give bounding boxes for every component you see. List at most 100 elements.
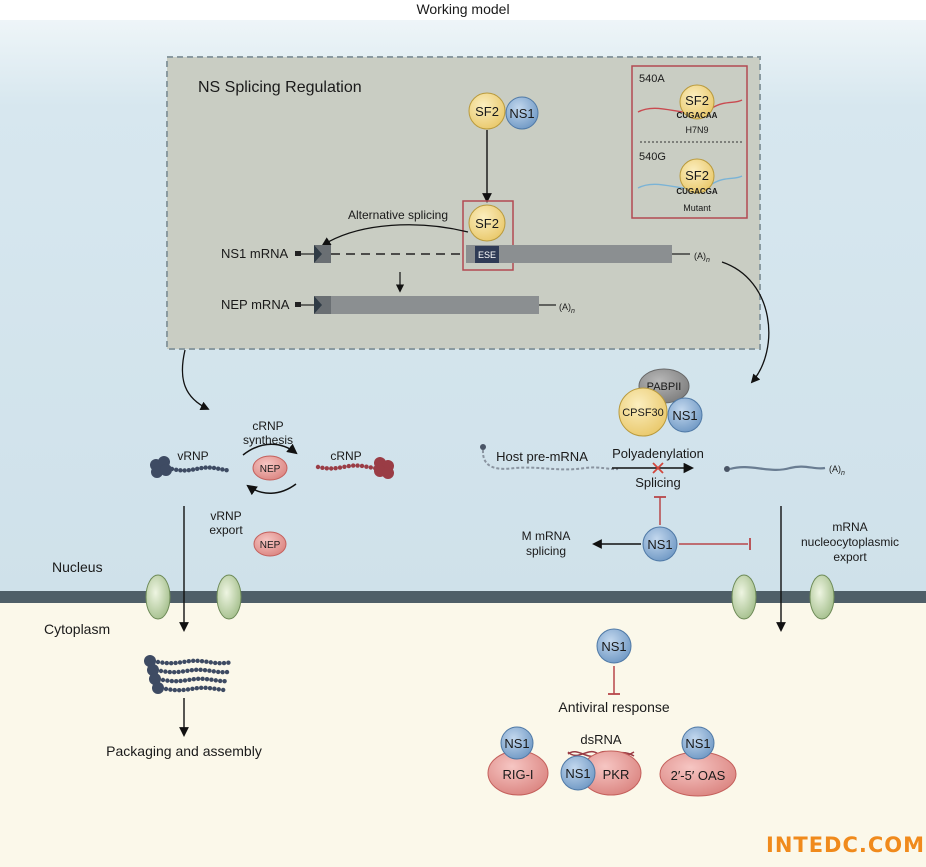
np-bead [199,658,205,664]
nuclear-membrane [0,591,926,603]
np-bead [209,677,214,682]
np-bead [185,668,190,674]
inset-540a-label: 540A [639,73,665,85]
svg-text:NS1: NS1 [504,736,529,751]
inset-h7n9: H7N9 [685,125,708,135]
vrnp-strand [169,465,229,473]
np-bead [224,669,230,675]
np-bead [324,466,329,471]
np-bead [200,676,205,682]
np-bead [195,466,200,471]
np-bead [222,678,227,684]
nuclear-pore [216,574,242,620]
inset-540g-label: 540G [639,151,666,163]
np-bead [177,687,182,693]
export-label-1: mRNA [832,520,867,534]
block-cross [652,462,664,474]
np-bead [342,464,347,469]
np-bead [163,669,168,674]
vrnp-export-1: vRNP [210,509,241,523]
np-bead [364,464,369,469]
export-label-3: export [833,550,867,564]
ns-box-title: NS Splicing Regulation [198,79,362,96]
watermark: INTEDC.COM [766,833,926,857]
np-bead [180,669,186,674]
np-bead [196,676,201,682]
np-bead [203,685,208,691]
ns1-cpsf-protein [667,397,703,433]
np-bead [189,668,194,673]
np-bead [163,686,169,692]
np-bead [186,468,191,473]
ns1-exon1 [314,245,331,263]
np-bead [217,660,222,666]
svg-text:2′-5′ OAS: 2′-5′ OAS [671,768,726,783]
svg-text:NS1: NS1 [565,766,590,781]
np-bead [169,678,174,684]
crnp-synthesis-1: cRNP [252,419,283,433]
nucleus-label: Nucleus [52,559,103,575]
np-bead [174,678,179,684]
np-bead [221,660,227,666]
np-bead [208,660,213,665]
np-bead [169,660,174,666]
m-mrna-label-2: splicing [526,544,566,558]
np-bead [160,677,166,683]
host-premrna-label: Host pre-mRNA [496,449,588,464]
np-bead [186,659,191,664]
np-bead [211,669,216,674]
np-bead [315,464,321,470]
np-bead [178,468,183,473]
nuclear-pore [145,574,171,620]
mature-mrna [724,465,826,472]
vrnp-export-2: export [209,523,243,537]
np-bead [185,687,191,692]
np-bead [213,660,218,666]
np-bead [160,660,165,665]
np-bead [155,659,161,665]
inset-mutant: Mutant [683,203,711,213]
np-bead [198,667,203,673]
np-bead [194,686,199,691]
np-bead [216,669,221,675]
splicing-label: Splicing [635,475,681,490]
ns1-oas-protein [681,726,715,760]
np-bead [320,465,325,470]
np-bead [194,667,199,673]
ns1-polya: (A)n [694,251,710,264]
nuclear-pore [809,574,835,620]
svg-text:PABPII: PABPII [647,381,682,393]
svg-text:PKR: PKR [603,767,630,782]
antiviral-label: Antiviral response [558,699,669,715]
alt-splicing-label: Alternative splicing [348,208,448,222]
export-label-2: nucleocytoplasmic [801,535,899,549]
np-bead [355,463,360,468]
np-bead [220,669,225,675]
np-bead [359,463,365,469]
np-bead [195,658,200,664]
ns1-nuclear-protein [642,526,678,562]
polyadenylation-label: Polyadenylation [612,446,704,461]
packaging-label: Packaging and assembly [106,743,262,759]
np-bead [182,468,187,473]
np-bead [368,465,373,470]
np-bead [182,678,188,683]
nep-polya: (A)n [559,302,575,315]
np-bead [178,678,183,684]
nep-mrna-cap [295,302,301,307]
svg-text:NEP: NEP [260,464,281,475]
vrnp-head [152,682,164,694]
svg-text:SF2: SF2 [685,168,709,183]
np-bead [169,466,175,472]
np-bead [346,463,351,469]
np-bead [221,687,226,693]
np-bead [333,466,338,471]
np-bead [203,465,208,470]
np-bead [165,678,170,683]
svg-text:NS1: NS1 [685,736,710,751]
crnp-synthesis-2: synthesis [243,433,293,447]
export-left-arrow [181,349,210,410]
np-bead [204,676,210,682]
vrnp-complex [150,456,172,478]
